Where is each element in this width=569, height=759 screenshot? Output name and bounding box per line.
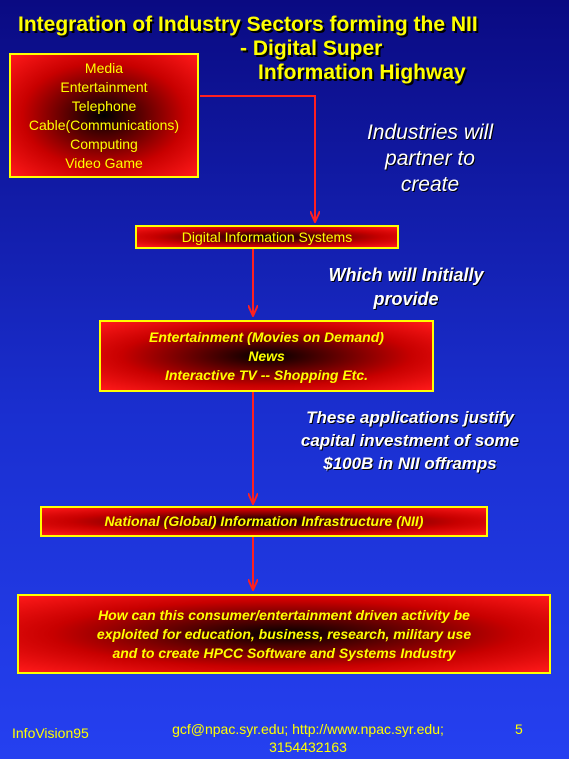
- note-line: $100B in NII offramps: [323, 454, 497, 473]
- nii-label: National (Global) Information Infrastruc…: [104, 513, 424, 529]
- arrow-industries-to-dis: [200, 95, 315, 222]
- note-line: capital investment of some: [300, 431, 520, 450]
- industry-item: Computing: [70, 135, 138, 152]
- slide-title: Integration of Industry Sectors forming …: [18, 13, 563, 85]
- industry-item: Media: [84, 59, 124, 76]
- title-line-3: Information Highway: [258, 61, 466, 84]
- industry-item: Video Game: [65, 154, 143, 171]
- applications-box: Entertainment (Movies on Demand) News In…: [99, 320, 434, 392]
- footer-contact-line-1: gcf@npac.syr.edu; http://www.npac.syr.ed…: [172, 721, 444, 737]
- note-line: create: [400, 173, 460, 196]
- question-line: exploited for education, business, resea…: [96, 625, 472, 642]
- industry-item: Telephone: [71, 97, 137, 114]
- note-initially-provide: Which will Initially provide: [296, 263, 516, 311]
- question-line: How can this consumer/entertainment driv…: [98, 606, 470, 623]
- dis-label: Digital Information Systems: [181, 228, 353, 245]
- note-line: provide: [373, 289, 439, 309]
- question-box: How can this consumer/entertainment driv…: [17, 594, 551, 674]
- note-capital-investment: These applications justify capital inves…: [275, 406, 545, 475]
- title-line-1: Integration of Industry Sectors forming …: [18, 13, 478, 36]
- note-line: Which will Initially: [328, 265, 484, 285]
- footer-contact: gcf@npac.syr.edu; http://www.npac.syr.ed…: [128, 720, 488, 756]
- application-item: Entertainment (Movies on Demand): [149, 328, 384, 345]
- industries-box: Media Entertainment Telephone Cable(Comm…: [9, 53, 199, 178]
- footer-contact-line-2: 3154432163: [269, 739, 347, 755]
- page-number: 5: [515, 721, 523, 737]
- industry-item: Cable(Communications): [28, 116, 180, 133]
- question-line: and to create HPCC Software and Systems …: [112, 644, 456, 661]
- nii-box: National (Global) Information Infrastruc…: [40, 506, 488, 537]
- note-line: Industries will: [366, 121, 494, 144]
- title-line-2: - Digital Super: [240, 37, 383, 60]
- application-item: Interactive TV -- Shopping Etc.: [164, 366, 369, 383]
- industry-item: Entertainment: [60, 78, 148, 95]
- digital-information-systems-box: Digital Information Systems: [135, 225, 399, 249]
- note-industries-partner: Industries will partner to create: [325, 120, 535, 198]
- note-line: partner to: [385, 147, 475, 170]
- application-item: News: [248, 347, 285, 364]
- note-line: These applications justify: [306, 408, 514, 427]
- footer-left: InfoVision95: [12, 725, 89, 741]
